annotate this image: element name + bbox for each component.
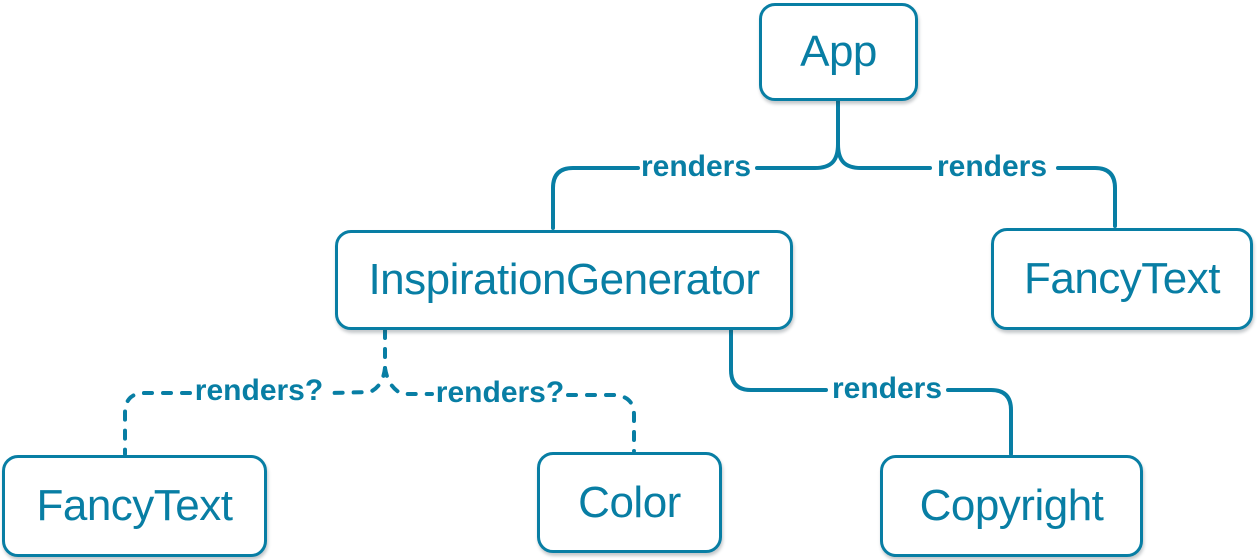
node-fancy-text-bottom: FancyText: [2, 455, 267, 557]
node-color-label: Color: [578, 477, 681, 527]
edge-conditional-to-color-drop: [566, 393, 636, 453]
node-inspiration-generator-label: InspirationGenerator: [368, 255, 760, 304]
edge-app-to-fancytext-line: [836, 142, 932, 170]
edge-label-renders-right: renders: [936, 150, 1048, 183]
node-color: Color: [537, 452, 722, 553]
edge-label-renders-copyright: renders: [831, 372, 943, 405]
edge-inspirationgenerator-to-copyright-line: [729, 328, 828, 392]
edge-conditional-to-fancytext-drop: [123, 391, 192, 456]
node-fancy-text-top: FancyText: [991, 228, 1253, 330]
edge-app-to-inspirationgenerator-line: [755, 99, 840, 170]
node-copyright: Copyright: [880, 455, 1143, 557]
edge-label-renders-conditional-right: renders?: [435, 376, 565, 409]
edge-inspirationgenerator-to-copyright-drop: [946, 388, 1013, 456]
node-copyright-label: Copyright: [919, 481, 1104, 530]
node-inspiration-generator: InspirationGenerator: [335, 230, 793, 330]
edge-conditional-split-left: [330, 366, 387, 395]
edge-label-renders-conditional-left: renders?: [194, 374, 324, 407]
edge-conditional-split-right: [383, 366, 434, 396]
edge-app-to-inspirationgenerator-drop: [551, 166, 640, 230]
node-fancy-text-bottom-label: FancyText: [36, 481, 233, 530]
node-app-label: App: [800, 27, 877, 76]
node-fancy-text-top-label: FancyText: [1023, 254, 1221, 303]
edge-app-to-fancytext-drop: [1056, 166, 1117, 228]
node-app: App: [759, 3, 918, 101]
edge-label-renders-left: renders: [640, 150, 752, 183]
